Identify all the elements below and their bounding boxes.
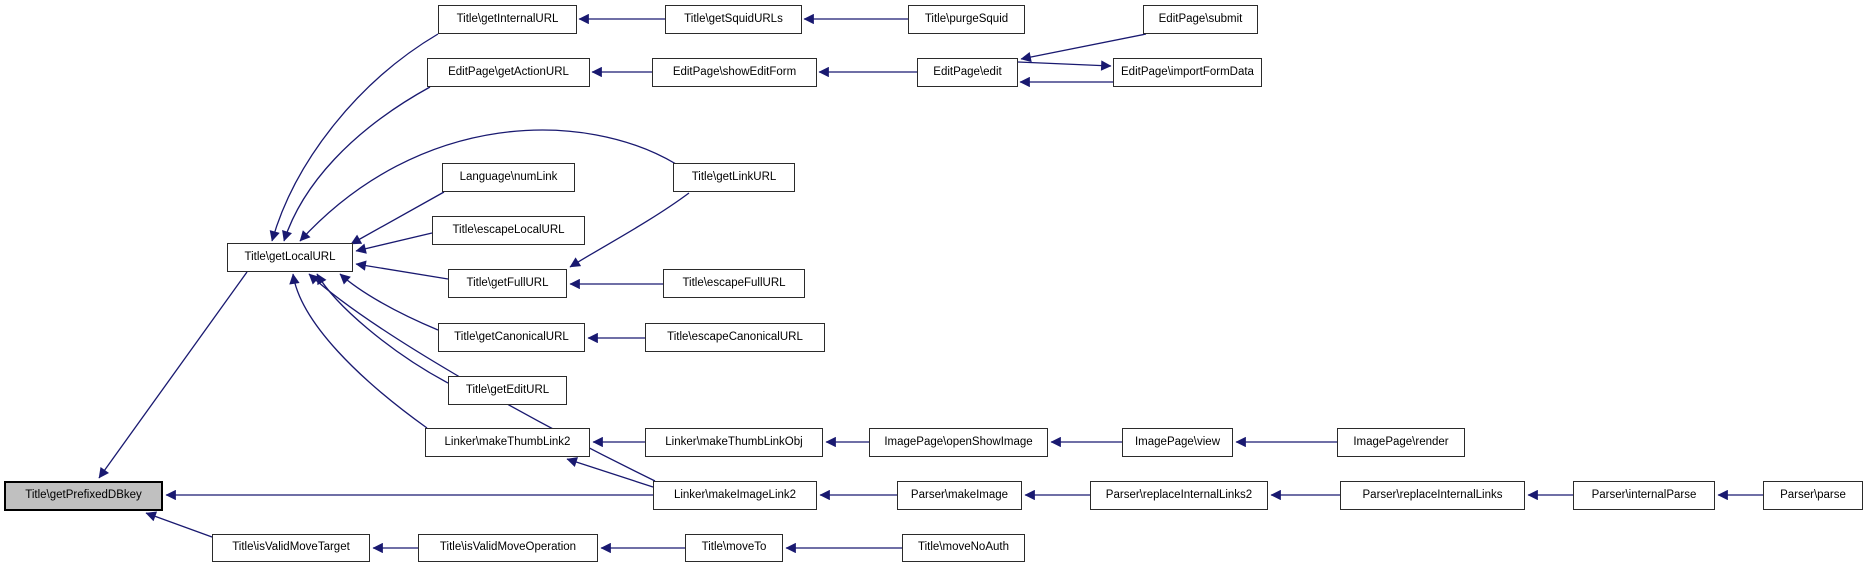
graph-node-title-getediturl[interactable]: Title\getEditURL xyxy=(448,376,567,405)
edge-title-getlinkurl--to--title-getlocalurl xyxy=(299,129,677,242)
edge-language-numlink--to--title-getlocalurl xyxy=(350,191,445,245)
graph-node-language-numlink[interactable]: Language\numLink xyxy=(442,163,575,192)
edge-title-getlinkurl--to--title-getfullurl xyxy=(569,192,690,268)
graph-node-parser-parse[interactable]: Parser\parse xyxy=(1763,481,1863,510)
graph-node-imagepage-render[interactable]: ImagePage\render xyxy=(1337,428,1465,457)
edge-editpage-submit--to--editpage-edit xyxy=(1020,33,1147,63)
subject-node-title-getprefixeddbkey: Title\getPrefixedDBkey xyxy=(4,481,163,511)
graph-node-title-movenoauth[interactable]: Title\moveNoAuth xyxy=(902,534,1025,562)
edges-group xyxy=(98,13,1763,554)
graph-node-editpage-getactionurl[interactable]: EditPage\getActionURL xyxy=(427,58,590,87)
graph-node-imagepage-openshowimage[interactable]: ImagePage\openShowImage xyxy=(869,428,1048,457)
edge-title-getlocalurl--to--title-getprefixeddbkey xyxy=(98,271,248,479)
graph-node-imagepage-view[interactable]: ImagePage\view xyxy=(1122,428,1233,457)
edge-title-getcanonicalurl--to--title-getlocalurl xyxy=(339,273,439,331)
edge-title-getinternalurl--to--title-getlocalurl xyxy=(269,33,439,242)
graph-node-title-moveto[interactable]: Title\moveTo xyxy=(685,534,783,562)
graph-node-title-purgesquid[interactable]: Title\purgeSquid xyxy=(908,5,1025,34)
edge-title-getfullurl--to--title-getlocalurl xyxy=(355,260,449,280)
graph-node-title-getlinkurl[interactable]: Title\getLinkURL xyxy=(673,163,795,192)
graph-node-title-getcanonicalurl[interactable]: Title\getCanonicalURL xyxy=(438,323,585,352)
edge-editpage-edit--to--editpage-importformdata xyxy=(1017,60,1112,71)
graph-node-title-isvalidmovetarget[interactable]: Title\isValidMoveTarget xyxy=(212,534,370,562)
edge-editpage-getactionurl--to--title-getlocalurl xyxy=(282,86,431,242)
edge-title-isvalidmovetarget--to--title-getprefixeddbkey xyxy=(145,511,213,538)
graph-node-editpage-importformdata[interactable]: EditPage\importFormData xyxy=(1113,58,1262,87)
graph-node-parser-makeimage[interactable]: Parser\makeImage xyxy=(897,481,1022,510)
graph-node-title-isvalidmoveoperation[interactable]: Title\isValidMoveOperation xyxy=(418,534,598,562)
graph-node-title-getlocalurl[interactable]: Title\getLocalURL xyxy=(227,243,353,272)
graph-node-parser-internalparse[interactable]: Parser\internalParse xyxy=(1573,481,1715,510)
edge-linker-makeimagelink2--to--title-getlocalurl xyxy=(308,273,656,482)
graph-node-linker-makethumblinkobj[interactable]: Linker\makeThumbLinkObj xyxy=(645,428,823,457)
graph-node-linker-makethumblink2[interactable]: Linker\makeThumbLink2 xyxy=(425,428,590,457)
graph-node-editpage-submit[interactable]: EditPage\submit xyxy=(1143,5,1258,34)
graph-node-title-getsquidurls[interactable]: Title\getSquidURLs xyxy=(665,5,802,34)
edge-title-getediturl--to--title-getlocalurl xyxy=(316,273,449,384)
edge-linker-makethumblink2--to--title-getlocalurl xyxy=(289,273,428,429)
graph-node-title-escapecanonicalurl[interactable]: Title\escapeCanonicalURL xyxy=(645,323,825,352)
graph-node-parser-replaceinternallinks[interactable]: Parser\replaceInternalLinks xyxy=(1340,481,1525,510)
graph-node-editpage-edit[interactable]: EditPage\edit xyxy=(917,58,1018,87)
graph-node-parser-replaceinternallinks2[interactable]: Parser\replaceInternalLinks2 xyxy=(1090,481,1268,510)
graph-node-title-getinternalurl[interactable]: Title\getInternalURL xyxy=(438,5,577,34)
edge-linker-makeimagelink2--to--linker-makethumblink2 xyxy=(566,457,654,488)
graph-node-title-escapelocalurl[interactable]: Title\escapeLocalURL xyxy=(432,216,585,245)
edge-title-escapelocalurl--to--title-getlocalurl xyxy=(355,232,433,254)
graph-node-editpage-showeditform[interactable]: EditPage\showEditForm xyxy=(652,58,817,87)
graph-node-title-escapefullurl[interactable]: Title\escapeFullURL xyxy=(663,269,805,298)
graph-node-title-getfullurl[interactable]: Title\getFullURL xyxy=(448,269,567,298)
graph-node-linker-makeimagelink2[interactable]: Linker\makeImageLink2 xyxy=(653,481,817,510)
